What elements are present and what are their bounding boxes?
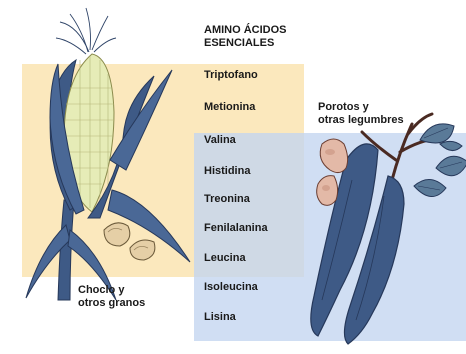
corn-label-line-1: Choclo y: [78, 284, 124, 297]
corn-illustration: [26, 8, 190, 300]
amino-acid-label: Lisina: [204, 311, 236, 323]
amino-acid-label: Leucina: [204, 252, 246, 264]
amino-acid-label: Metionina: [204, 101, 255, 113]
amino-acid-label: Histidina: [204, 165, 250, 177]
amino-header-line-2: ESENCIALES: [204, 37, 274, 50]
amino-acid-label: Treonina: [204, 193, 250, 205]
bean-label-line-2: otras legumbres: [318, 114, 404, 127]
amino-acid-label: Fenilalanina: [204, 222, 268, 234]
corn-label-line-2: otros granos: [78, 297, 145, 310]
bean-label-line-1: Porotos y: [318, 101, 369, 114]
amino-acid-label: Triptofano: [204, 69, 258, 81]
amino-acid-label: Isoleucina: [204, 281, 258, 293]
amino-acid-label: Valina: [204, 134, 236, 146]
amino-header-line-1: AMINO ÁCIDOS: [204, 24, 287, 37]
